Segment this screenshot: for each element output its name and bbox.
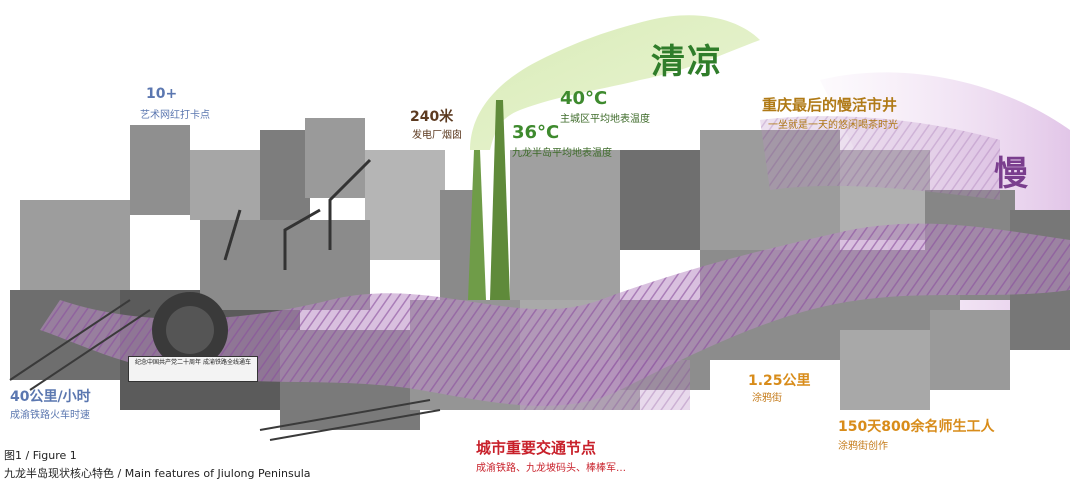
cool-title: 清凉 bbox=[651, 42, 723, 82]
main-temp-sub: 主城区平均地表温度 bbox=[560, 114, 650, 125]
artists-sub: 涂鸦街创作 bbox=[838, 441, 888, 452]
artists-label: 150天800余名师生工人 bbox=[838, 419, 995, 435]
market-title: 重庆最后的慢活市井 bbox=[762, 96, 898, 114]
railway-tracks bbox=[9, 299, 441, 441]
graffiti-stairs bbox=[520, 360, 690, 410]
green-smoke bbox=[470, 15, 760, 150]
photo-panel bbox=[190, 150, 260, 220]
art-count-sub: 艺术网红打卡点 bbox=[140, 110, 210, 121]
train-banner: 纪念中国共产党二十周年 成渝铁路全线通车 bbox=[128, 356, 258, 382]
photo-panel bbox=[305, 118, 365, 198]
purple-flow-band-right bbox=[760, 116, 1000, 200]
market-sub: 一坐就是一天的悠闲喝茶时光 bbox=[768, 120, 898, 131]
photo-panel bbox=[620, 150, 710, 250]
peninsula-temp-label: 36°C bbox=[512, 122, 560, 143]
cranes bbox=[223, 158, 372, 270]
speed-label: 40公里/小时 bbox=[10, 389, 91, 405]
photo-panel bbox=[930, 310, 1010, 390]
speed-sub: 成渝铁路火车时速 bbox=[10, 410, 90, 421]
chimney-height-sub: 发电厂烟囱 bbox=[412, 130, 462, 141]
photo-panel bbox=[365, 150, 445, 260]
photo-panel bbox=[840, 330, 930, 410]
slow-title: 慢 bbox=[994, 154, 1028, 194]
traffic-title: 城市重要交通节点 bbox=[476, 439, 597, 457]
photo-panel bbox=[20, 200, 130, 290]
train-front-inner bbox=[166, 306, 214, 354]
graffiti-length-label: 1.25公里 bbox=[748, 373, 811, 389]
photo-panel bbox=[130, 125, 190, 215]
peninsula-temp-sub: 九龙半岛平均地表温度 bbox=[512, 148, 612, 159]
purple-flow-band bbox=[40, 223, 1070, 406]
photo-panel bbox=[260, 130, 310, 230]
traffic-sub: 成渝铁路、九龙坡码头、棒棒军… bbox=[476, 463, 626, 474]
figure-caption-line1: 图1 / Figure 1 bbox=[4, 449, 77, 462]
art-count-label: 10+ bbox=[146, 86, 178, 102]
graffiti-length-sub: 涂鸦街 bbox=[752, 393, 782, 404]
figure-caption-line2: 九龙半岛现状核心特色 / Main features of Jiulong Pe… bbox=[4, 467, 311, 480]
main-temp-label: 40°C bbox=[560, 88, 608, 109]
photo-panel bbox=[510, 150, 620, 300]
chimney-height-label: 240米 bbox=[410, 109, 454, 125]
chimneys bbox=[468, 100, 510, 300]
